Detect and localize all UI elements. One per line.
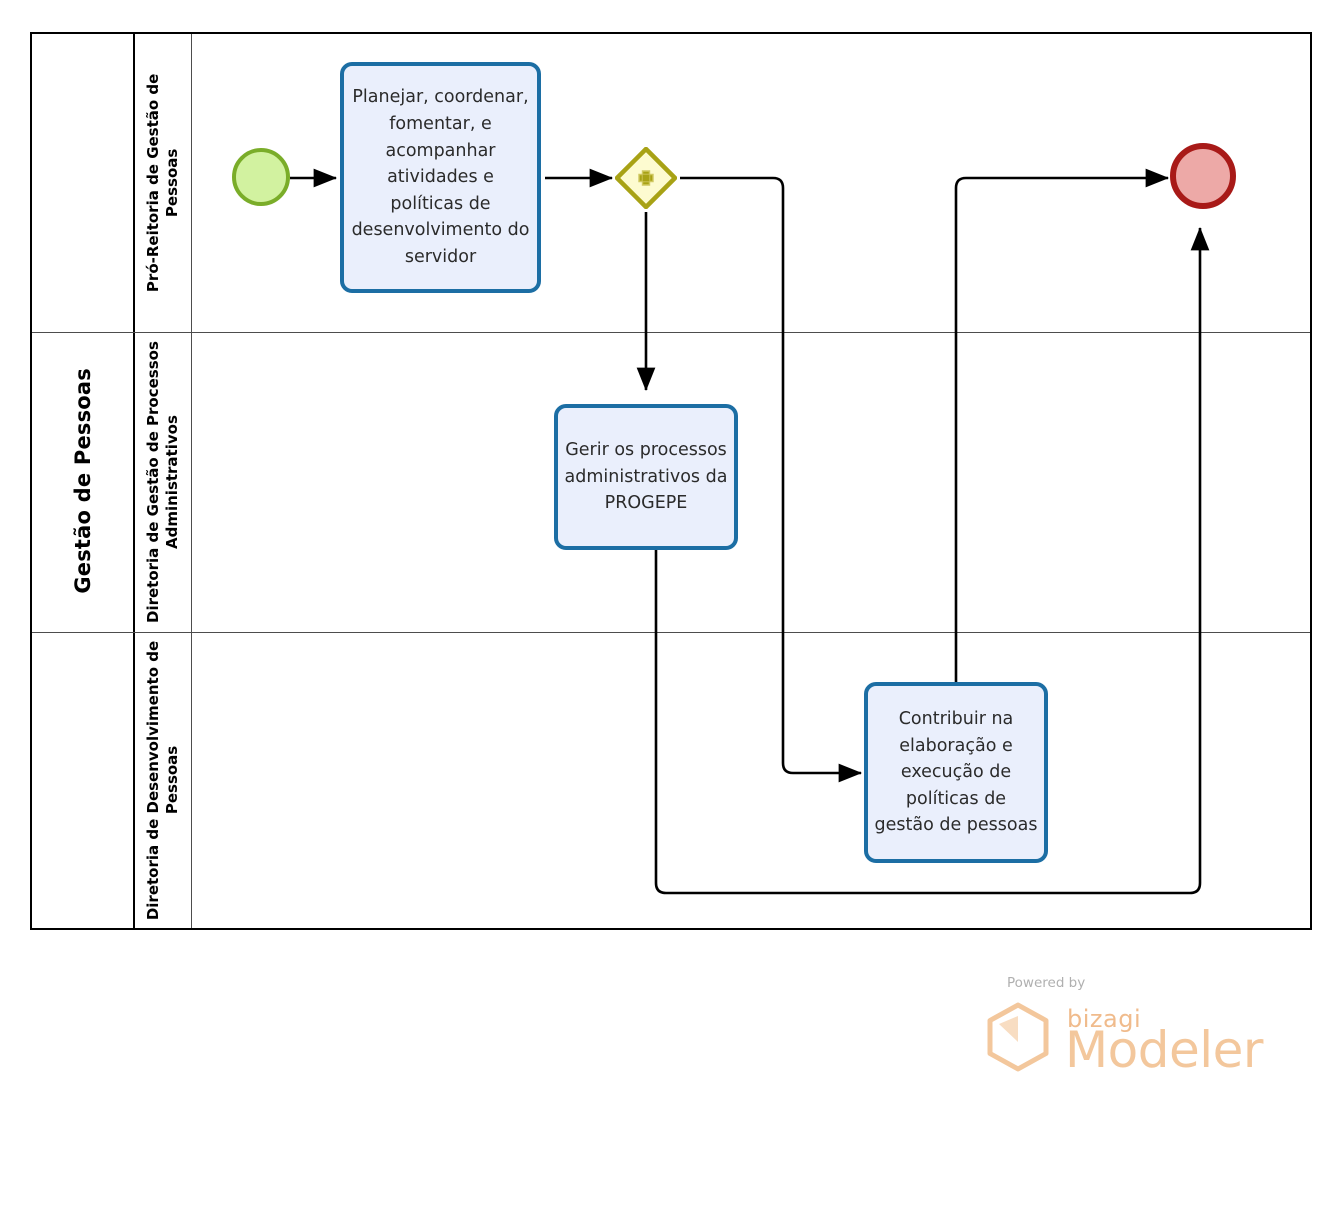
lane-header-pro-reitoria: Pró-Reitoria de Gestão de Pessoas xyxy=(135,34,192,332)
pool-header: Gestão de Pessoas xyxy=(32,34,135,928)
lane-label-desenvolvimento-pessoas: Diretoria de Desenvolvimento de Pessoas xyxy=(144,640,181,920)
watermark-powered-by: Powered by xyxy=(1007,975,1086,991)
parallel-gateway[interactable] xyxy=(614,146,678,210)
bizagi-watermark: Powered by bizagi Modeler xyxy=(985,975,1263,1079)
lane-header-desenvolvimento-pessoas: Diretoria de Desenvolvimento de Pessoas xyxy=(135,632,192,928)
lane-pro-reitoria[interactable]: Pró-Reitoria de Gestão de Pessoas xyxy=(135,34,1312,332)
lane-desenvolvimento-pessoas[interactable]: Diretoria de Desenvolvimento de Pessoas xyxy=(135,632,1312,928)
start-event[interactable] xyxy=(232,148,290,206)
watermark-brand: bizagi xyxy=(1067,1005,1142,1033)
task-1-label: Planejar, coordenar, fomentar, e acompan… xyxy=(351,87,530,267)
task-planejar-coordenar-fomentar[interactable]: Planejar, coordenar, fomentar, e acompan… xyxy=(340,62,541,293)
lane-label-pro-reitoria: Pró-Reitoria de Gestão de Pessoas xyxy=(144,73,181,293)
task-contribuir-elaboracao-execucao[interactable]: Contribuir na elaboração e execução de p… xyxy=(864,682,1048,863)
lane-header-processos-administrativos: Diretoria de Gestão de Processos Adminis… xyxy=(135,332,192,632)
lane-label-processos-administrativos: Diretoria de Gestão de Processos Adminis… xyxy=(144,341,181,623)
watermark-product: Modeler xyxy=(1065,1021,1263,1079)
end-event[interactable] xyxy=(1170,143,1236,209)
task-3-label: Contribuir na elaboração e execução de p… xyxy=(874,709,1038,836)
task-2-label: Gerir os processos administrativos da PR… xyxy=(564,440,728,514)
parallel-gateway-icon xyxy=(614,146,678,210)
bizagi-hexagon-logo-icon xyxy=(987,1002,1049,1072)
lane-processos-administrativos[interactable]: Diretoria de Gestão de Processos Adminis… xyxy=(135,332,1312,632)
task-gerir-processos-administrativos[interactable]: Gerir os processos administrativos da PR… xyxy=(554,404,738,550)
pool-title: Gestão de Pessoas xyxy=(70,368,95,594)
